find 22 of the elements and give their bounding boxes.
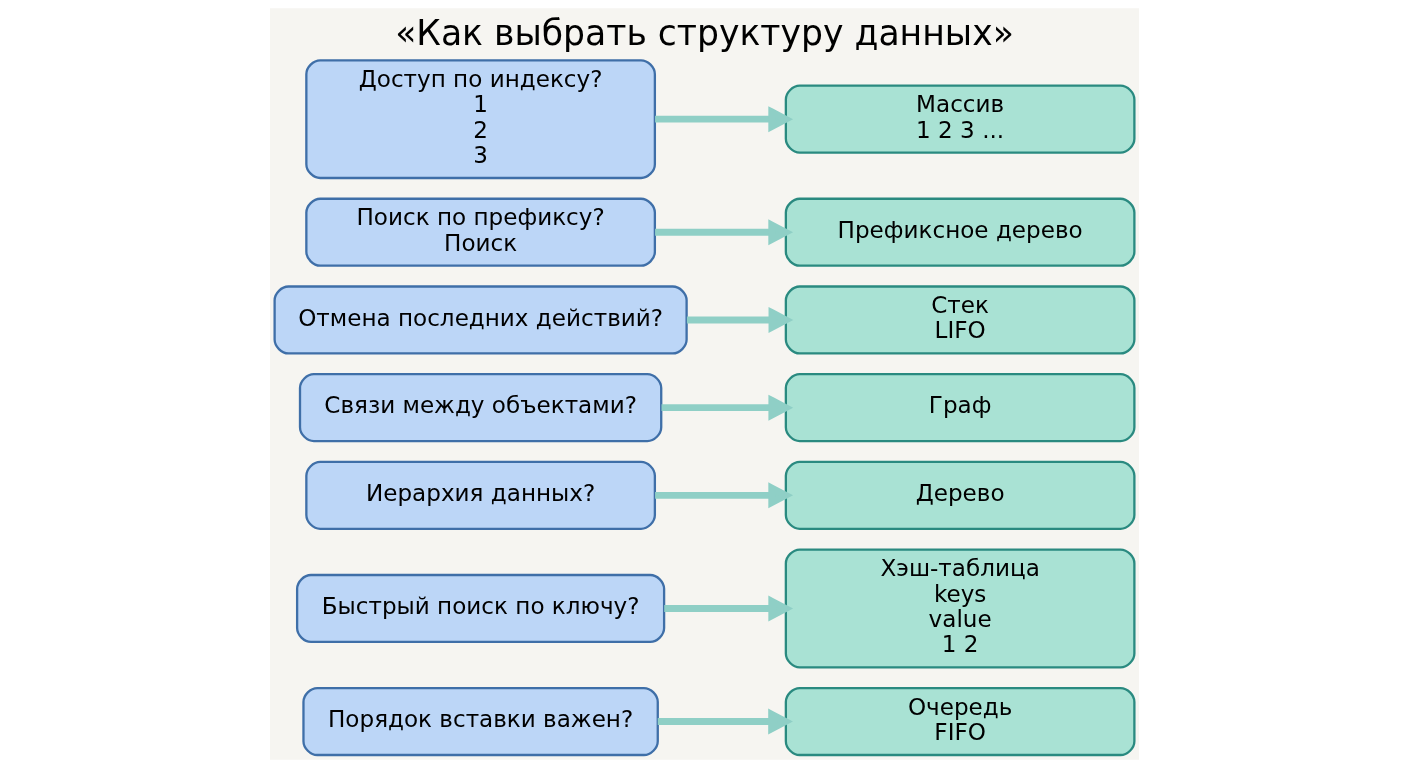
arrow [654, 219, 793, 246]
node-box: Стек LIFO [784, 285, 1136, 355]
arrow [663, 595, 793, 622]
node-box: Отмена последних действий? [272, 285, 688, 355]
node-box: Доступ по индексу? 1 2 3 [304, 59, 656, 180]
arrow [654, 106, 793, 133]
node-box: Порядок вставки важен? [301, 686, 659, 757]
node-box: Граф [784, 373, 1136, 443]
node-box: Префиксное дерево [784, 197, 1136, 267]
node-box: Массив 1 2 3 ... [784, 84, 1136, 154]
node-box: Дерево [784, 460, 1136, 530]
arrow [686, 306, 793, 333]
node-box: Хэш-таблица keys value 1 2 [784, 548, 1136, 669]
node-box: Очередь FIFO [784, 686, 1136, 757]
node-box: Быстрый поиск по ключу? [295, 573, 665, 644]
arrow [654, 482, 793, 509]
arrow [661, 394, 793, 421]
arrow [657, 708, 793, 735]
node-box: Иерархия данных? [304, 460, 656, 530]
node-box: Поиск по префиксу? Поиск [304, 197, 656, 267]
diagram-title: «Как выбрать структуру данных» [394, 13, 1014, 54]
node-box: Связи между объектами? [298, 373, 662, 443]
